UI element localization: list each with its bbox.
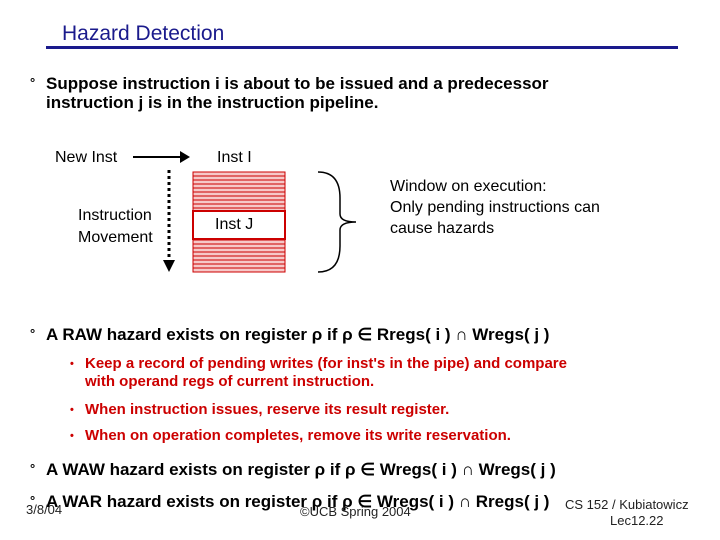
bullet-mark: ° — [30, 493, 36, 508]
window-text-2: Only pending instructions can — [390, 199, 600, 216]
title-underline — [46, 46, 678, 49]
sub-bullet-mark: • — [70, 404, 74, 416]
raw-hazard-text: A RAW hazard exists on register ρ if ρ ∈… — [46, 325, 550, 344]
bullet-mark: ° — [30, 461, 36, 476]
new-inst-label: New Inst — [55, 149, 118, 166]
slide-title: Hazard Detection — [62, 22, 225, 45]
bullet-mark: ° — [30, 326, 36, 341]
sub-bullet-2: When instruction issues, reserve its res… — [85, 401, 450, 418]
footer-lecture: Lec12.22 — [610, 513, 664, 528]
war-hazard-text: A WAR hazard exists on register ρ if ρ ∈… — [46, 492, 550, 511]
sub-bullet-3: When on operation completes, remove its … — [85, 427, 511, 444]
issue-arrowhead — [180, 151, 190, 163]
window-text-3: cause hazards — [390, 220, 495, 237]
sub-bullet-mark: • — [70, 430, 74, 442]
movement-arrowhead — [163, 260, 175, 272]
footer-copyright: ©UCB Spring 2004 — [300, 504, 411, 519]
intro-line-2: instruction j is in the instruction pipe… — [46, 93, 379, 112]
inst-i-label: Inst I — [217, 149, 252, 166]
window-brace — [317, 171, 357, 273]
window-text-1: Window on execution: — [390, 178, 547, 195]
bullet-mark: ° — [30, 75, 36, 90]
footer-author: CS 152 / Kubiatowicz — [565, 497, 689, 512]
movement-label-2: Movement — [78, 229, 153, 246]
intro-line-1: Suppose instruction i is about to be iss… — [46, 74, 549, 93]
sub-bullet-1-line-1: Keep a record of pending writes (for ins… — [85, 355, 567, 372]
sub-bullet-mark: • — [70, 358, 74, 370]
footer-date: 3/8/04 — [26, 502, 63, 517]
waw-hazard-text: A WAW hazard exists on register ρ if ρ ∈… — [46, 460, 556, 479]
inst-j-slot — [192, 210, 286, 240]
sub-bullet-1-line-2: with operand regs of current instruction… — [85, 373, 375, 390]
inst-j-label: Inst J — [215, 216, 254, 233]
movement-label-1: Instruction — [78, 207, 152, 224]
